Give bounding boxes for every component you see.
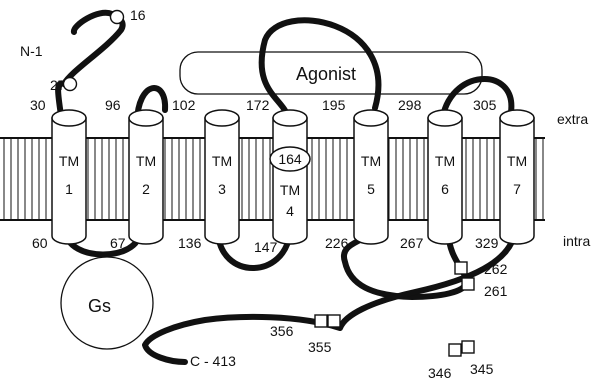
phospho-site-262: [454, 261, 468, 275]
helix-3-top-residue: 102: [172, 97, 196, 113]
phospho-label-261: 261: [484, 283, 508, 299]
helix-6-bottom-residue: 267: [400, 235, 424, 251]
phospho-site-355: [327, 314, 341, 328]
helix-3-bottom-residue: 136: [178, 235, 202, 251]
helix-body: [272, 117, 308, 245]
phospho-site-346: [448, 343, 462, 357]
helix-2-top-residue: 96: [105, 97, 121, 113]
residue-164-oval: [269, 146, 311, 172]
residue-164-label: 164: [278, 151, 302, 167]
helix-tm3: TM 3: [204, 109, 240, 245]
helix-number-label: 5: [367, 181, 375, 197]
helix-number-label: 1: [65, 181, 73, 197]
c-terminus-label: C - 413: [190, 353, 236, 369]
n-terminal-tail: [55, 9, 126, 125]
helix-tm6: TM 6: [427, 109, 463, 245]
helix-top-cap: [128, 109, 164, 127]
helix-body: [128, 117, 164, 245]
helix-tm-label: TM: [212, 153, 232, 169]
helix-tm7: TM 7: [499, 109, 535, 245]
helix-body: [51, 117, 87, 245]
helix-tm4: TM 4 164: [269, 109, 311, 245]
helix-4-bottom-residue: 147: [254, 239, 278, 255]
helix-top-cap: [499, 109, 535, 127]
phospho-label-262: 262: [484, 261, 508, 277]
glyco-label-16: 16: [130, 7, 146, 23]
helix-body: [427, 117, 463, 245]
helix-4-top-residue: 172: [246, 97, 270, 113]
intracellular-label: intra: [563, 233, 590, 249]
helix-7-top-residue: 305: [473, 97, 497, 113]
phospho-label-346: 346: [428, 365, 452, 381]
helix-tm1: TM 1: [51, 109, 87, 245]
extracellular-loop-3: [439, 76, 515, 125]
agonist-label: Agonist: [296, 64, 356, 84]
helix-number-label: 7: [513, 181, 521, 197]
extracellular-loop-2: [258, 17, 382, 125]
helix-body: [204, 117, 240, 245]
gs-label: Gs: [88, 296, 111, 316]
helix-number-label: 2: [142, 181, 150, 197]
helix-top-cap: [427, 109, 463, 127]
helix-number-label: 4: [286, 203, 294, 219]
helix-tm2: TM 2: [128, 109, 164, 245]
helix-body: [499, 117, 535, 245]
helix-tm-label: TM: [59, 153, 79, 169]
phospho-site-345: [461, 340, 475, 354]
glyco-label-27: 27: [50, 77, 66, 93]
helix-tm5: TM 5: [353, 109, 389, 245]
glycosylation-site-16: [109, 9, 125, 25]
phospho-label-345: 345: [470, 361, 494, 377]
helix-7-bottom-residue: 329: [475, 235, 499, 251]
helix-1-bottom-residue: 60: [32, 235, 48, 251]
helix-6-top-residue: 298: [398, 97, 422, 113]
helix-tm-label: TM: [361, 153, 381, 169]
helix-top-cap: [51, 109, 87, 127]
helix-body: [353, 117, 389, 245]
phospho-site-356: [314, 314, 328, 328]
helix-tm-label: TM: [435, 153, 455, 169]
helix-number-label: 6: [441, 181, 449, 197]
n-terminus-label: N-1: [20, 43, 43, 59]
agonist-pocket: [179, 51, 483, 95]
helix-1-top-residue: 30: [30, 97, 46, 113]
phospho-label-355: 355: [308, 339, 332, 355]
helix-tm-label: TM: [280, 182, 300, 198]
phospho-label-356: 356: [270, 323, 294, 339]
helix-top-cap: [204, 109, 240, 127]
c-terminal-tail: [142, 229, 518, 365]
extracellular-label: extra: [557, 111, 588, 127]
helix-5-bottom-residue: 226: [325, 235, 349, 251]
helix-number-label: 3: [218, 181, 226, 197]
helix-top-cap: [272, 109, 308, 127]
helix-tm-label: TM: [507, 153, 527, 169]
helix-2-bottom-residue: 67: [110, 235, 126, 251]
phospho-site-261: [461, 277, 475, 291]
glycosylation-site-27: [62, 76, 78, 92]
intracellular-loop-2: [215, 229, 293, 271]
helix-tm-label: TM: [136, 153, 156, 169]
helix-5-top-residue: 195: [322, 97, 346, 113]
helix-top-cap: [353, 109, 389, 127]
